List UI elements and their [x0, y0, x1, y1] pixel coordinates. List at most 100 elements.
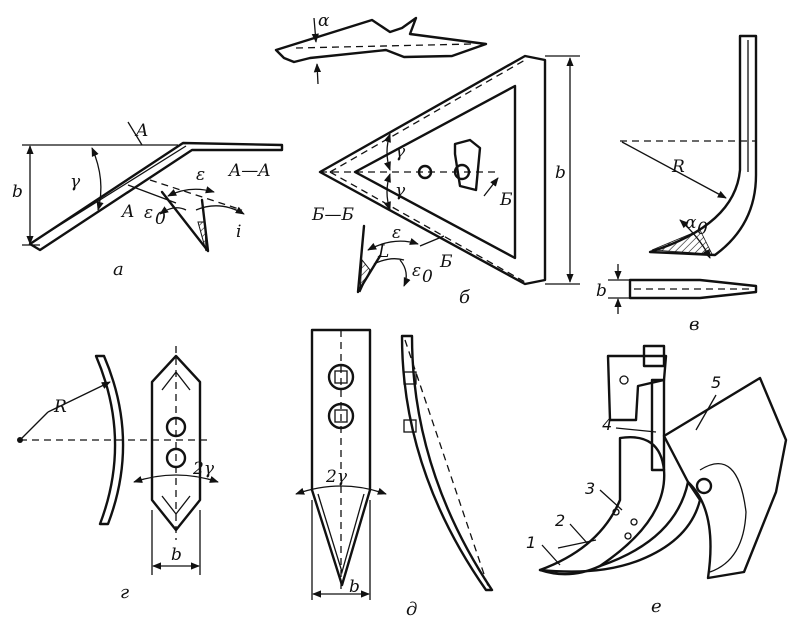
- angle-epsilon-a: [167, 186, 215, 197]
- clamp-bolt-e: [619, 375, 629, 385]
- share-bolt-3-e: [612, 508, 620, 516]
- bolt-square-d-1: [334, 370, 348, 384]
- angle-gamma-top-b: [383, 133, 391, 171]
- radius-R-v: [621, 141, 727, 199]
- bolt-hole-2: [453, 163, 471, 181]
- section-mark-B-bottom: [419, 235, 445, 247]
- leader-4: [615, 427, 657, 433]
- label-alpha0-v: α: [685, 213, 697, 233]
- edge-dash-top-b: [329, 59, 526, 173]
- section-BB-wedge: [356, 224, 382, 294]
- label-b-b: b: [555, 163, 566, 183]
- shield-disc-rim-e: [699, 463, 747, 573]
- label-i-a: i: [236, 222, 241, 242]
- angle-i-a: [195, 205, 245, 215]
- figure-d: 2γ b д: [295, 328, 494, 620]
- blade-a-outline: [28, 141, 284, 252]
- label-alpha: α: [318, 11, 330, 31]
- angle-2gamma-g: [133, 474, 219, 483]
- label-epsilon0-sub-b: 0: [422, 267, 433, 287]
- label-epsilon0-sub-a: 0: [155, 209, 166, 229]
- angle-L-b: [373, 258, 405, 265]
- angle-gamma-a: [91, 147, 104, 211]
- chisel-side-d: [400, 334, 494, 592]
- label-b-g: b: [171, 545, 182, 565]
- figure-v: R α 0 b в: [596, 34, 758, 335]
- angle-2gamma-d: [295, 485, 387, 495]
- caption-g: г: [120, 582, 129, 603]
- radius-R-g-b: [47, 381, 111, 413]
- label-R-v: R: [671, 157, 685, 177]
- label-section-BB: Б—Б: [311, 205, 354, 225]
- clamp-block-e: [642, 344, 666, 368]
- share-edge-e: [557, 539, 597, 549]
- angle-epsilon0-a: [159, 206, 187, 215]
- label-section-AA: A—A: [227, 161, 271, 181]
- edge-dash-bottom-b: [329, 171, 526, 283]
- v-blade-outline: [318, 54, 547, 286]
- label-b-v: b: [596, 281, 607, 301]
- shield-hub-e: [695, 477, 713, 495]
- leader-1: [541, 544, 561, 566]
- v-blade-inner: [353, 84, 517, 260]
- bolt-hole-g-1: [165, 416, 187, 438]
- shank-clamp-e: [606, 354, 668, 422]
- label-b-a: b: [12, 182, 23, 202]
- part-label-4: 4: [602, 415, 612, 434]
- label-epsilon0-b: ε: [412, 261, 421, 281]
- blade-a-edge: [35, 145, 187, 241]
- axis-dash-a: [149, 179, 243, 211]
- figure-b: α γ γ Б—Б Б Б ε L ε 0 b б: [274, 11, 580, 308]
- radius-R-g-a: [19, 411, 49, 441]
- bolt-square-d-2: [334, 409, 348, 423]
- caption-d: д: [406, 599, 417, 620]
- shield-disc-e: [662, 376, 788, 580]
- caption-a: а: [113, 259, 124, 280]
- section-arrow-B-top: [483, 177, 499, 197]
- caption-e: е: [651, 596, 662, 617]
- angle-gamma-bottom-b: [383, 173, 391, 211]
- part-label-5: 5: [711, 373, 721, 392]
- curved-tine-v: [648, 34, 758, 257]
- curved-plate-g: [94, 354, 125, 526]
- figure-a: b γ A A A—A ε ε 0 i а: [12, 121, 284, 280]
- bolt-hole-g-2: [165, 447, 187, 469]
- figure-g: R 2γ b г: [17, 346, 219, 603]
- caption-b: б: [459, 287, 471, 308]
- label-gamma-bottom-b: γ: [395, 181, 406, 201]
- share-bolt-2-e: [630, 518, 638, 526]
- side-lug-d-2: [403, 419, 417, 433]
- label-A-top: A: [134, 121, 148, 141]
- label-epsilon0-a: ε: [144, 203, 153, 223]
- angle-alpha-bottom: [313, 63, 322, 85]
- label-A-bottom: A: [120, 202, 134, 222]
- label-2gamma-g: 2γ: [192, 459, 215, 479]
- leader-3: [599, 489, 623, 511]
- label-B-bottom: Б: [439, 252, 453, 272]
- label-R-g: R: [53, 397, 67, 417]
- tine-tip-hatch-v: [651, 229, 713, 255]
- part-label-3: 3: [585, 479, 595, 498]
- label-2gamma-d: 2γ: [325, 467, 348, 487]
- label-alpha0-sub-v: 0: [697, 219, 708, 239]
- section-AA-wedge: [160, 190, 210, 253]
- angle-epsilon-b: [367, 237, 419, 251]
- label-b-d: b: [349, 577, 360, 597]
- label-epsilon-a: ε: [196, 165, 205, 185]
- section-AA-hatch: [197, 221, 207, 252]
- side-view-dash-b: [295, 43, 473, 49]
- side-view-b: [274, 16, 488, 64]
- angle-alpha-top: [311, 17, 319, 43]
- label-B-top: Б: [499, 190, 513, 210]
- angle-epsilon0-b: [399, 259, 411, 287]
- share-bolt-1-e: [624, 532, 632, 540]
- v-blade-lug: [453, 138, 482, 192]
- label-L-b: L: [377, 242, 389, 262]
- label-epsilon-b: ε: [392, 223, 401, 243]
- chisel-front-d: [310, 328, 372, 587]
- chisel-side-dash-d: [404, 339, 489, 587]
- label-gamma-top-b: γ: [395, 142, 406, 162]
- leader-2: [569, 523, 589, 545]
